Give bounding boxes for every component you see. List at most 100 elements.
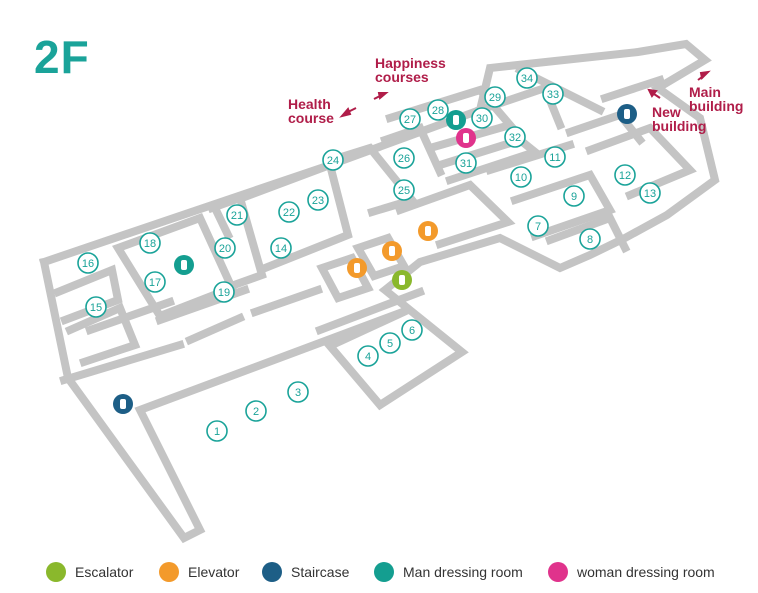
room-number: 30 — [476, 113, 488, 125]
room-marker[interactable]: 25 — [393, 179, 415, 201]
legend-woman-label: woman dressing room — [577, 564, 715, 580]
room-marker[interactable]: 28 — [427, 99, 449, 121]
room-number: 13 — [644, 188, 656, 200]
room-marker[interactable]: 16 — [77, 252, 99, 274]
new-building-line1: New — [652, 104, 681, 120]
wall-room-26 — [379, 123, 446, 178]
room-number: 12 — [619, 170, 631, 182]
room-marker[interactable]: 23 — [307, 189, 329, 211]
wall-room-14-22 — [236, 159, 353, 274]
room-marker[interactable]: 7 — [527, 215, 549, 237]
room-marker-circle — [510, 166, 532, 188]
room-number: 32 — [509, 132, 521, 144]
elevator-icon — [159, 562, 179, 582]
room-marker-circle — [563, 185, 585, 207]
room-marker[interactable]: 13 — [639, 182, 661, 204]
room-marker-circle — [213, 281, 235, 303]
room-number: 18 — [144, 238, 156, 250]
room-marker[interactable]: 30 — [471, 107, 493, 129]
woman-icon — [548, 562, 568, 582]
room-marker[interactable]: 34 — [516, 67, 538, 89]
room-marker[interactable]: 24 — [322, 149, 344, 171]
room-marker-circle — [226, 204, 248, 226]
room-marker[interactable]: 11 — [544, 146, 566, 168]
room-marker[interactable]: 8 — [579, 228, 601, 250]
room-number: 28 — [432, 105, 444, 117]
room-marker-circle — [542, 83, 564, 105]
room-marker-circle — [270, 237, 292, 259]
legend-escalator: Escalator — [46, 560, 133, 584]
room-marker[interactable]: 29 — [484, 86, 506, 108]
room-marker[interactable]: 12 — [614, 164, 636, 186]
escalator-icon — [46, 562, 66, 582]
room-marker[interactable]: 2 — [245, 400, 267, 422]
room-marker-circle — [401, 319, 423, 341]
room-marker-circle — [139, 232, 161, 254]
room-marker[interactable]: 4 — [357, 345, 379, 367]
new-building-line2: building — [652, 118, 707, 134]
room-marker-circle — [393, 179, 415, 201]
health-course-line2: course — [288, 110, 334, 126]
room-marker[interactable]: 18 — [139, 232, 161, 254]
room-marker[interactable]: 1 — [206, 420, 228, 442]
woman-icon-glyph — [463, 133, 469, 143]
legend-elevator-label: Elevator — [188, 564, 240, 580]
room-marker[interactable]: 19 — [213, 281, 235, 303]
wall-bridge — [599, 74, 666, 104]
room-marker[interactable]: 27 — [399, 108, 421, 130]
legend-staircase-label: Staircase — [291, 564, 350, 580]
facility-icons — [113, 104, 637, 414]
room-marker[interactable]: 10 — [510, 166, 532, 188]
room-marker[interactable]: 32 — [504, 126, 526, 148]
room-marker-circle — [214, 237, 236, 259]
wall-room-15 — [64, 302, 141, 368]
room-marker-circle — [85, 296, 107, 318]
wall-room-21 — [209, 202, 234, 241]
room-marker-circle — [639, 182, 661, 204]
escalator-icon-glyph — [399, 275, 405, 285]
legend-man-label: Man dressing room — [403, 564, 523, 580]
room-number: 1 — [214, 426, 220, 438]
new-building-label: New building — [652, 105, 706, 133]
room-marker[interactable]: 9 — [563, 185, 585, 207]
room-marker[interactable]: 31 — [455, 152, 477, 174]
wall-room-12-13 — [584, 123, 697, 201]
corridor-wall-upper — [59, 340, 185, 385]
legend-man-dressing: Man dressing room — [374, 560, 523, 584]
floor-label: 2F — [34, 31, 90, 83]
room-marker-circle — [278, 201, 300, 223]
legend-elevator: Elevator — [159, 560, 239, 584]
corridor-wall-mid2 — [249, 284, 324, 318]
direction-arrows — [339, 70, 711, 118]
room-marker[interactable]: 6 — [401, 319, 423, 341]
room-number: 3 — [295, 387, 301, 399]
room-number: 22 — [283, 207, 295, 219]
room-marker[interactable]: 17 — [144, 271, 166, 293]
room-marker[interactable]: 3 — [287, 381, 309, 403]
room-marker[interactable]: 5 — [379, 332, 401, 354]
room-marker-circle — [544, 146, 566, 168]
room-marker[interactable]: 15 — [85, 296, 107, 318]
happiness-course-line2: courses — [375, 69, 429, 85]
wall-room-4-6 — [314, 286, 426, 336]
room-marker-circle — [504, 126, 526, 148]
room-number: 10 — [515, 172, 527, 184]
room-marker[interactable]: 33 — [542, 83, 564, 105]
room-marker[interactable]: 21 — [226, 204, 248, 226]
arrow-happiness-head — [377, 92, 389, 100]
legend-woman-dressing: woman dressing room — [548, 560, 715, 584]
staircase-icon — [262, 562, 282, 582]
room-marker[interactable]: 26 — [393, 147, 415, 169]
room-marker[interactable]: 22 — [278, 201, 300, 223]
room-marker[interactable]: 14 — [270, 237, 292, 259]
room-marker[interactable]: 20 — [214, 237, 236, 259]
arrow-new-head — [647, 88, 658, 98]
room-marker-circle — [206, 420, 228, 442]
room-number: 14 — [275, 243, 287, 255]
room-marker-circle — [322, 149, 344, 171]
main-building-label: Main building — [689, 85, 743, 113]
corridor-wall-left — [84, 296, 176, 336]
room-number: 31 — [460, 158, 472, 170]
room-number: 11 — [549, 152, 560, 164]
